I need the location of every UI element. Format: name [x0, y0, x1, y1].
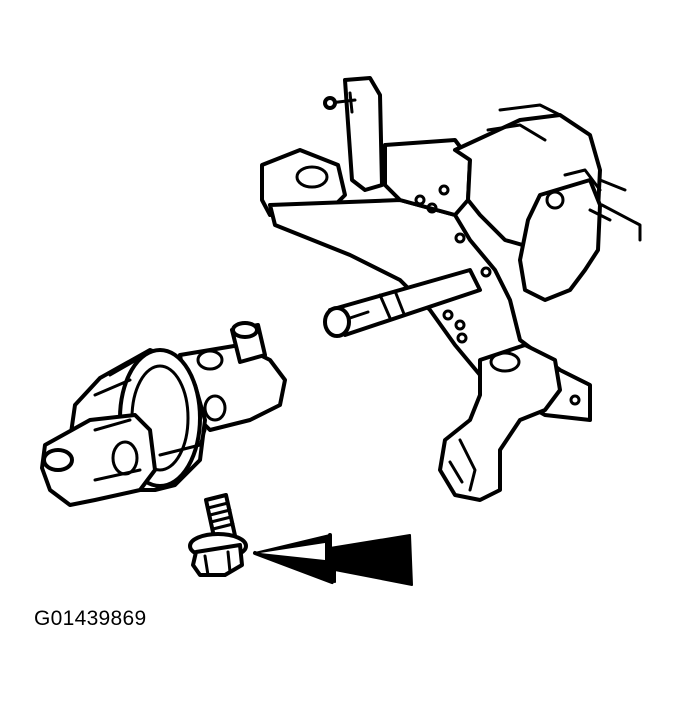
direction-arrow	[253, 533, 413, 586]
bolt	[188, 493, 248, 577]
steering-shaft	[323, 268, 482, 338]
steering-column-bracket	[260, 76, 642, 502]
figure-id-label: G01439869	[34, 607, 147, 630]
intermediate-shaft-joint	[40, 321, 287, 507]
